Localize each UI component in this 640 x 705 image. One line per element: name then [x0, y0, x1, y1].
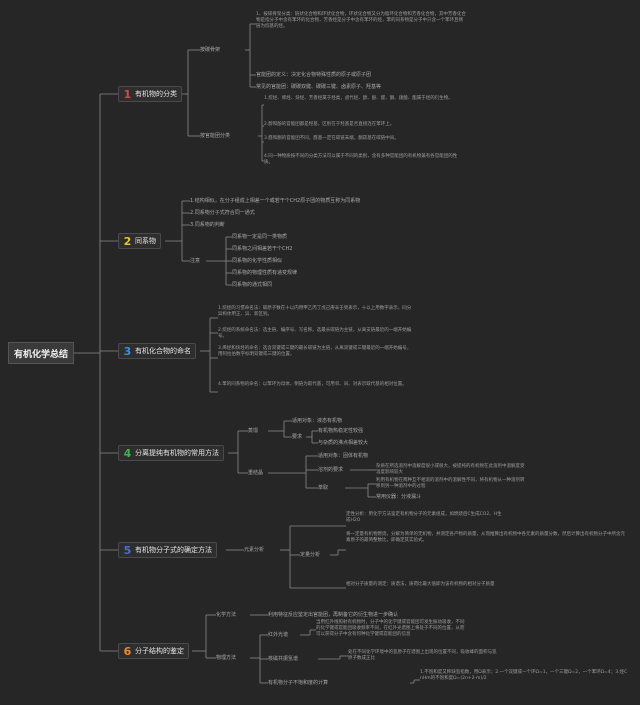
b3-item-2: 2.烷烃的系统命名法：选主链、编序号、写名称。选最长碳链为主链，从离支链最近的一…	[218, 328, 412, 340]
b4-distill-req-1: 有机物热稳定性较强	[318, 428, 364, 434]
b4-extract-text: 利用有机物在两种互不相溶的溶剂中的溶解性不同，将有机物从一种溶剂转移到另一种溶剂…	[376, 478, 525, 490]
branch-label: 有机化合物的命名	[135, 347, 191, 355]
b3-item-3: 3.烯烃和炔烃的命名：选含双键或三键的最长碳链为主链，从离双键或三键最近的一端开…	[218, 346, 412, 358]
b2-general-formula: 2.同系物分子式符合同一通式	[190, 210, 255, 216]
b2-note-5: 同系物的通式相同	[232, 282, 273, 288]
branch-6-node[interactable]: 6 分子结构的鉴定	[118, 643, 189, 659]
b1-skeleton-text: 1、按碳骨架分类：链状化合物和环状化合物，环状化合物又分为脂环化合物和芳香化合物…	[256, 12, 466, 30]
branch-number-badge: 3	[123, 344, 132, 358]
b1-point-1: 1.烷烃、烯烃、炔烃、芳香烃属于烃类，卤代烃、醇、酚、醛、酮、羧酸、酯属于烃的衍…	[264, 96, 453, 101]
b2-note-3: 同系物的化学性质相似	[232, 258, 283, 264]
b6-physical-node[interactable]: 物理方法	[216, 655, 237, 661]
branch-4-node[interactable]: 4 分离提纯有机物的常用方法	[118, 445, 224, 461]
b2-notes-node[interactable]: 注意	[190, 258, 201, 264]
b4-recryst-solvent-node[interactable]: 溶剂的要求	[318, 467, 344, 473]
b6-nmr-node[interactable]: 核磁共振氢谱	[268, 656, 299, 662]
b1-group-examples: 常见的官能团：碳碳双键、碳碳三键、卤素原子、羟基等	[256, 84, 382, 90]
b3-item-4: 4.苯的同系物的命名：以苯环为母体，侧链为取代基，可用邻、间、对表示取代基的相对…	[218, 382, 407, 387]
branch-number-badge: 1	[123, 87, 132, 101]
b2-definition: 1.结构相似，在分子组成上相差一个或若干个CH2原子团的物质互称为同系物	[190, 198, 361, 204]
b5-mass-spectrum: 相对分子质量的测定：质谱法，质荷比最大值即为该有机物的相对分子质量	[346, 582, 495, 587]
branch-number-badge: 5	[123, 543, 132, 557]
b4-extract-tool: 常用仪器：分液漏斗	[376, 494, 422, 500]
branch-label: 分离提纯有机物的常用方法	[135, 449, 219, 457]
b4-extract-node[interactable]: 萃取	[318, 485, 329, 491]
branch-label: 同系物	[135, 237, 156, 245]
branch-label: 有机物的分类	[135, 90, 177, 98]
b2-note-4: 同系物的物理性质有递变规律	[232, 270, 298, 276]
b4-distill-target: 适用对象：液态有机物	[292, 418, 343, 424]
b4-distill-req-node[interactable]: 要求	[292, 434, 303, 440]
b6-ir-node[interactable]: 红外光谱	[268, 632, 289, 638]
b5-qualitative: 定性分析：用化学方法鉴定有机物分子的元素组成，如燃烧后C生成CO2、H生成H2O	[346, 512, 502, 524]
b4-recryst-solvent-text: 杂质在所选溶剂中溶解度很小或很大，被提纯的有机物在此溶剂中溶解度受温度影响较大	[376, 464, 525, 476]
branch-label: 有机物分子式的确定方法	[135, 546, 212, 554]
branch-3-node[interactable]: 3 有机化合物的命名	[118, 343, 196, 359]
b6-unsaturation-node[interactable]: 有机物分子不饱和度的计算	[268, 680, 329, 686]
branch-2-node[interactable]: 2 同系物	[118, 233, 161, 249]
b6-unsaturation-text: 1.不饱和度又称缺氢指数，用Ω表示；2.一个双键或一个环Ω=1，一个三键Ω=2，…	[420, 670, 628, 682]
b5-quantitative-node[interactable]: 定量分析	[300, 552, 321, 558]
b1-skeleton-node[interactable]: 按碳骨架	[200, 47, 221, 53]
b1-group-definition: 官能团的定义：决定化合物特殊性质的原子或原子团	[256, 72, 372, 78]
b1-point-3: 3.醛和酮的官能团不同，醛基一定在碳链末端，酮羰基在碳链中间。	[264, 136, 399, 141]
b5-method-node[interactable]: 元素分析	[244, 547, 265, 553]
branch-number-badge: 2	[123, 234, 132, 248]
branch-5-node[interactable]: 5 有机物分子式的确定方法	[118, 542, 217, 558]
b4-distill-node[interactable]: 蒸馏	[248, 428, 259, 434]
b4-recryst-node[interactable]: 重结晶	[248, 470, 264, 476]
b1-point-4: 4.同一种物质按不同的分类方法可以属于不同的类别，含有多种官能团的有机物兼有各官…	[264, 154, 458, 166]
b6-chemical-node[interactable]: 化学方法	[216, 612, 237, 618]
branch-label: 分子结构的鉴定	[135, 647, 184, 655]
branch-1-node[interactable]: 1 有机物的分类	[118, 86, 182, 102]
root-node[interactable]: 有机化学总结	[8, 342, 74, 364]
branch-number-badge: 4	[123, 446, 132, 460]
b3-item-1: 1.烷烃的习惯命名法：碳原子数在十以内用甲乙丙丁戊己庚辛壬癸表示，十以上用数字表…	[218, 306, 412, 318]
b4-distill-req-2: 与杂质的沸点相差较大	[318, 440, 369, 446]
b2-judgement: 3.同系物的判断	[190, 222, 225, 228]
b6-ir-text: 当用红外线照射有机物时，分子中的化学键或官能团可发生振动吸收，不同的化学键或官能…	[316, 620, 465, 638]
b4-recryst-target: 适用对象：固体有机物	[318, 453, 369, 459]
b6-nmr-text: 处在不同化学环境中的氢原子在谱图上出现的位置不同，吸收峰的面积与氢原子数成正比	[348, 650, 497, 662]
b5-quantitative-text: 将一定量有机物燃烧，分解为简单的无机物，并测定各产物的质量，从而推算出有机物中各…	[346, 532, 625, 544]
b1-point-2: 2.醇和酚的官能团都是羟基，区别在于羟基是否直接连在苯环上。	[264, 122, 395, 127]
b6-chemical-text: 利用特征反应鉴定出官能团，再制备它的衍生物进一步确认	[268, 612, 399, 618]
branch-number-badge: 6	[123, 644, 132, 658]
b1-by-group-node[interactable]: 按官能团分类	[200, 133, 231, 139]
b2-note-1: 同系物一定是同一类物质	[232, 234, 288, 240]
b2-note-2: 同系物之间相差若干个CH2	[232, 246, 293, 252]
